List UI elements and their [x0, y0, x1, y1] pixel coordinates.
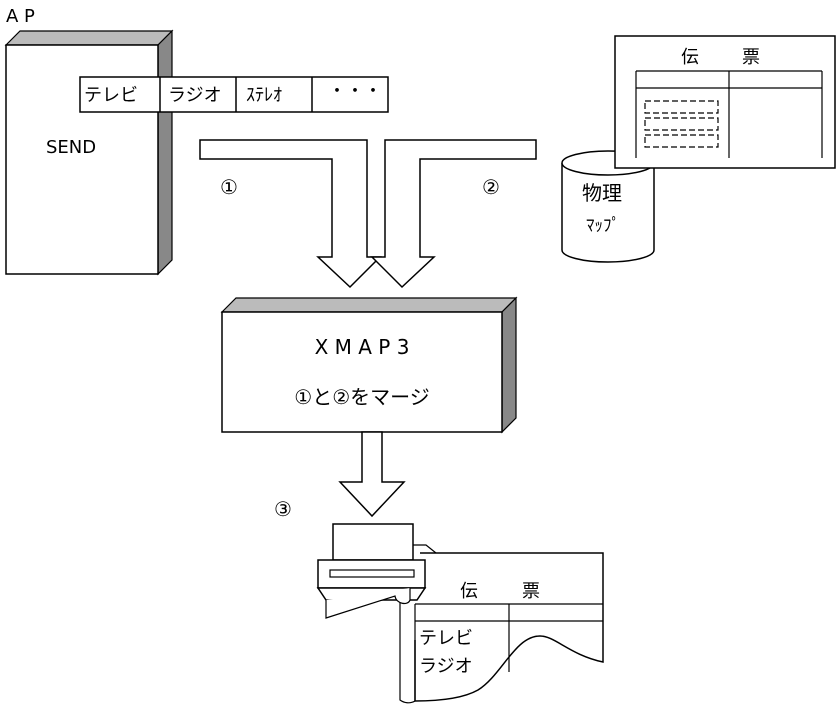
step-2-label: ②	[482, 175, 500, 199]
step-3-label: ③	[274, 497, 292, 521]
field-tv: テレビ	[84, 85, 138, 106]
physical-map-line1: 物理	[582, 181, 622, 205]
arrow-2	[372, 140, 536, 287]
physical-map-line2: ﾏｯﾌﾟ	[586, 216, 620, 236]
field-stereo: ｽﾃﾚｵ	[246, 85, 282, 106]
printed-row-radio: ラジオ	[419, 656, 473, 677]
printed-form-title-right: 票	[522, 581, 540, 602]
printed-row-tv: テレビ	[419, 628, 473, 649]
send-label: SEND	[46, 137, 96, 158]
printed-form-title-left: 伝	[460, 581, 478, 602]
arrow-1	[200, 140, 380, 287]
field-radio: ラジオ	[168, 85, 222, 106]
ap-label: A P	[6, 6, 35, 27]
form-template	[615, 36, 835, 168]
xmap3-title: X M A P 3	[315, 335, 410, 359]
arrow-3	[340, 432, 404, 516]
xmap3-subtitle: ①と②をマージ	[294, 385, 429, 409]
form-template-title-left: 伝	[681, 47, 699, 68]
step-1-label: ①	[220, 175, 238, 199]
xmap3-box	[222, 298, 516, 432]
field-ellipsis: ・・・	[328, 81, 382, 102]
form-template-title-right: 票	[742, 47, 760, 68]
